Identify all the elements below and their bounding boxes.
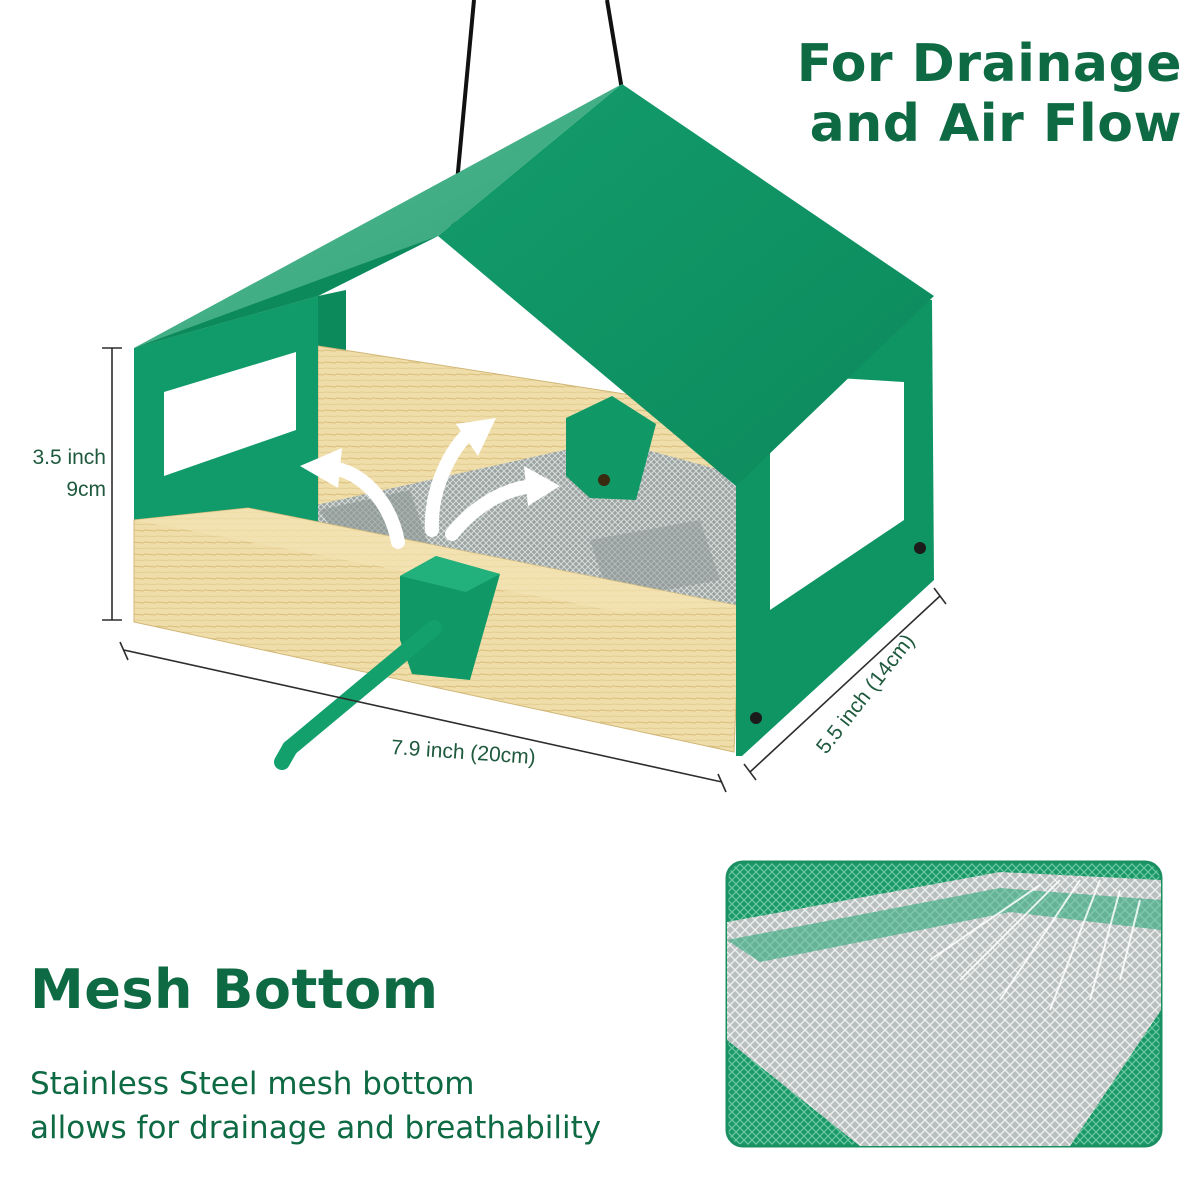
mesh-closeup-inset [725,860,1163,1148]
perch-rod [282,620,442,756]
back-bracket [566,396,656,500]
roof-right-panel [438,84,934,486]
right-window [770,374,904,610]
dimension-lines [102,347,947,793]
roof-left-panel [134,84,622,348]
height-cm: 9cm [66,478,106,501]
headline: For Drainage and Air Flow [762,34,1182,154]
description-line-2: allows for drainage and breathability [30,1110,602,1146]
height-dimension-label: 3.5 inch 9cm [14,442,106,506]
section-description: Stainless Steel mesh bottom allows for d… [30,1062,601,1150]
headline-line-2: and Air Flow [809,94,1182,154]
airflow-arrow-up [424,425,477,537]
description-line-1: Stainless Steel mesh bottom [30,1066,475,1102]
headline-line-1: For Drainage [796,34,1182,94]
section-title: Mesh Bottom [30,958,439,1021]
height-inches: 3.5 inch [32,446,106,469]
left-window [164,352,296,476]
